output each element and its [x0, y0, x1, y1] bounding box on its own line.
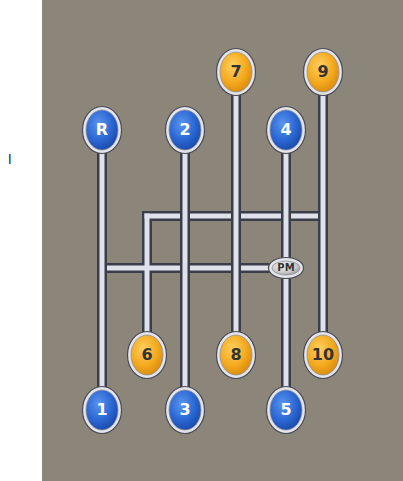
- shift-rail: [236, 93, 237, 334]
- neutral-knob: PM: [268, 257, 304, 279]
- knob-rim: [304, 332, 343, 379]
- knob-rim: [267, 107, 306, 154]
- rail-highlight: [284, 276, 289, 389]
- shift-rail: [286, 276, 287, 389]
- gear-knob: 9: [303, 48, 343, 96]
- knob-face: [86, 390, 118, 430]
- shift-rail: [185, 151, 186, 389]
- sixth-rail-highlight: [145, 216, 150, 336]
- gear-number: R: [96, 122, 108, 138]
- rail-outer: [231, 93, 241, 334]
- gear-number: PM: [277, 263, 294, 273]
- rail-outer: [281, 276, 291, 389]
- knob-face: [86, 110, 118, 150]
- gear-number: 3: [179, 402, 190, 418]
- gear-number: 6: [141, 347, 152, 363]
- gear-knob: 8: [216, 331, 256, 379]
- rail-highlight: [234, 93, 239, 334]
- knob-face: [270, 110, 302, 150]
- knob-rim: [83, 387, 122, 434]
- knob-rim: [269, 258, 304, 279]
- gear-number: 1: [96, 402, 107, 418]
- knob-face: [307, 52, 339, 92]
- knob-face: [169, 110, 201, 150]
- gear-number: 4: [280, 122, 291, 138]
- gear-number: 10: [312, 347, 334, 363]
- rail-outer: [97, 151, 107, 389]
- gear-knob: 5: [266, 386, 306, 434]
- knob-face: [272, 261, 300, 275]
- gear-number: 8: [230, 347, 241, 363]
- knob-face: [169, 390, 201, 430]
- knob-rim: [267, 387, 306, 434]
- gear-knob: 6: [127, 331, 167, 379]
- gear-number: 9: [317, 64, 328, 80]
- knob-face: [220, 52, 252, 92]
- knob-face: [307, 335, 339, 375]
- gear-number: 2: [179, 122, 190, 138]
- knob-rim: [128, 332, 167, 379]
- gear-knob: 4: [266, 106, 306, 154]
- gear-knob: 10: [303, 331, 343, 379]
- gear-knob: 2: [165, 106, 205, 154]
- rail-outer: [180, 151, 190, 389]
- knob-rim: [83, 107, 122, 154]
- shift-rail: [102, 151, 103, 389]
- knob-rim: [166, 387, 205, 434]
- knob-rim: [217, 332, 256, 379]
- gear-knob: 3: [165, 386, 205, 434]
- rail-outer: [281, 151, 291, 260]
- knob-rim: [304, 49, 343, 96]
- gear-number: 7: [230, 64, 241, 80]
- knob-rim: [166, 107, 205, 154]
- knob-rim: [217, 49, 256, 96]
- shift-rail: [286, 151, 287, 260]
- sixth-rail: [142, 216, 152, 336]
- gear-number: 5: [280, 402, 291, 418]
- knob-face: [270, 390, 302, 430]
- knob-face: [131, 335, 163, 375]
- rail-highlight: [321, 93, 326, 334]
- gear-knob: R: [82, 106, 122, 154]
- gear-knob: 7: [216, 48, 256, 96]
- shift-rail: [323, 93, 324, 334]
- gear-knob: 1: [82, 386, 122, 434]
- knob-face: [220, 335, 252, 375]
- rail-outer: [318, 93, 328, 334]
- rail-highlight: [100, 151, 105, 389]
- rail-highlight: [183, 151, 188, 389]
- rail-highlight: [284, 151, 289, 260]
- stray-mark: l: [8, 152, 12, 167]
